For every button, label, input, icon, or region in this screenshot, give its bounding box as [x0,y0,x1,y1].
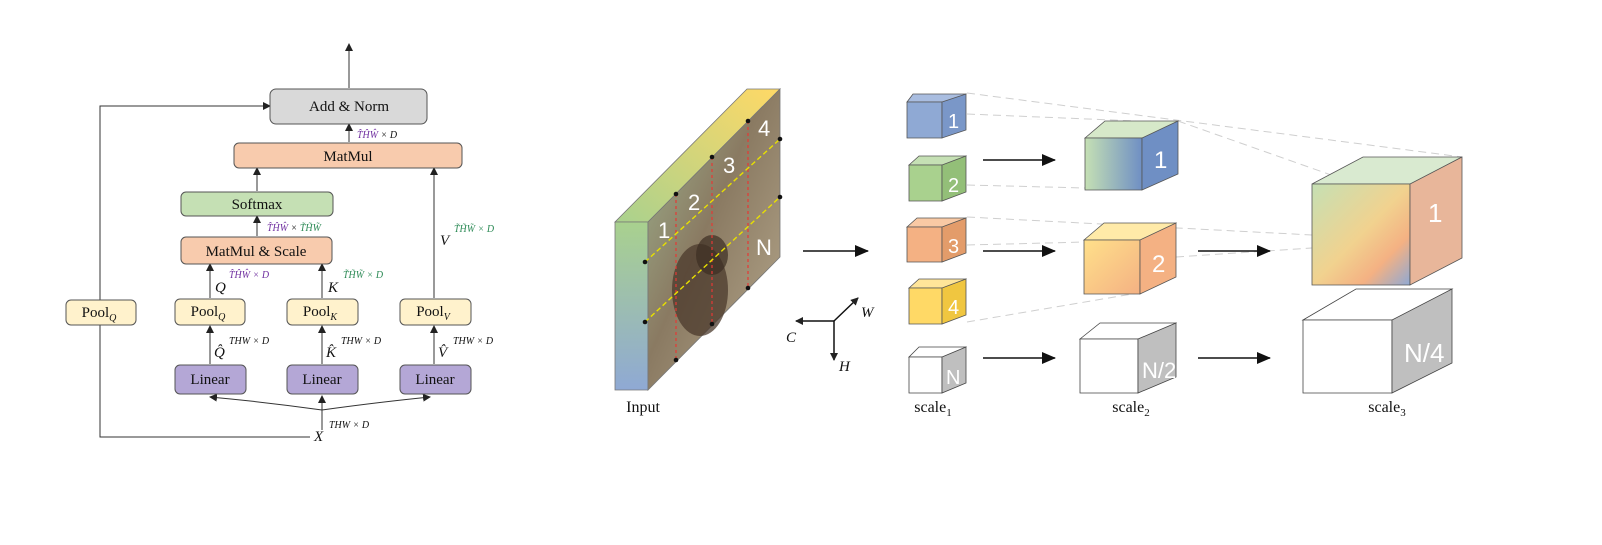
softmax-box [180,191,334,217]
linear-v-box [399,364,472,395]
pool-k-label: PoolK [303,304,339,323]
k-hat-annotation: K̂ THW × D [325,336,382,361]
pool-v-label: PoolV [416,304,452,323]
svg-text:THW × D: THW × D [341,336,382,347]
svg-text:Q̂: Q̂ [214,344,225,361]
input-patch-4: 4 [758,116,770,141]
patch-grid-dots [642,118,783,363]
scale2-cube-n2: N/2 [1078,322,1178,394]
k-pooled-annotation: K T̃H̃W̃ × D [327,268,384,296]
axis-c-label: C [786,330,797,346]
axes-indicator: C W H [786,297,875,375]
scale2-cubes: 1 2 N/2 [1078,120,1180,394]
softmax-label: Softmax [232,197,283,213]
scale2-caption: scale2 [1112,399,1149,419]
linear-k-box [286,364,359,395]
scale-output-annotation: T̂ĤŴ × T̃H̃W̃ [267,221,323,234]
scale1-to-scale2-arrows [983,154,1056,364]
svg-text:1: 1 [1154,147,1167,174]
scale1-cubes: 1 2 3 4 N [905,93,968,394]
scale1-cube-3: 3 [905,217,968,263]
scale1-cube-1: 1 [906,93,967,139]
svg-text:Q: Q [215,280,226,296]
svg-text:T̃H̃W̃ × D: T̃H̃W̃ × D [343,268,384,281]
attention-connectors [99,43,438,438]
matmul-scale-box [180,236,333,265]
q-pooled-annotation: Q T̂ĤŴ × D [215,268,270,296]
svg-text:X: X [313,429,324,445]
x-input-annotation: X THW × D [313,420,370,445]
svg-text:V: V [440,233,451,249]
attention-block: Add & Norm MatMul Softmax MatMul & Scale… [65,43,495,445]
svg-text:T̂ĤŴ × D: T̂ĤŴ × D [229,268,270,281]
patch-horizontal-lines [644,138,781,323]
axis-w-line [833,297,859,322]
input-side-face [614,221,649,391]
scale1-cube-n: N [908,346,967,394]
add-norm-box [269,88,428,125]
scale2-cube-2: 2 [1082,222,1178,295]
svg-text:N: N [946,367,960,389]
scale2-cube-1: 1 [1083,120,1180,191]
pool-v-box [399,298,472,326]
svg-text:1: 1 [1428,198,1442,228]
svg-text:V̂: V̂ [438,345,449,361]
add-norm-label: Add & Norm [309,99,389,115]
input-patch-1: 1 [658,218,670,243]
pool-q-box [174,298,246,326]
input-patch-2: 2 [688,190,700,215]
svg-text:2: 2 [948,175,959,197]
svg-text:2: 2 [1152,251,1165,278]
svg-text:3: 3 [948,236,959,258]
scale1-cube-4: 4 [907,278,968,325]
input-patch-n: N [756,235,772,260]
scale2-to-scale3-arrows [1198,245,1271,364]
scale3-cube-1: 1 [1311,156,1463,286]
v-pooled-annotation: V T̃H̃W̃ × D [440,222,495,249]
svg-text:THW × D: THW × D [329,420,370,431]
matmul-label: MatMul [323,149,372,165]
svg-text:T̃H̃W̃ × D: T̃H̃W̃ × D [454,222,495,235]
matmul-output-annotation: T̂ĤŴ × D [357,128,398,141]
pool-q-outer-box [65,299,137,326]
scale1-caption: scale1 [914,399,951,419]
linear-k-label: Linear [302,372,341,388]
axis-w-label: W [861,305,875,321]
svg-text:N/2: N/2 [1142,358,1176,383]
matmul-box [233,142,463,169]
pool-k-box [286,298,359,326]
svg-text:THW × D: THW × D [229,336,270,347]
pool-q-outer-label: PoolQ [82,305,118,324]
svg-text:1: 1 [948,111,959,133]
linear-q-box [174,364,247,395]
svg-text:THW × D: THW × D [453,336,494,347]
input-clip: 1 2 3 4 N Input [614,88,783,416]
scale3-caption: scale3 [1368,399,1406,419]
patch-vertical-lines [675,121,749,362]
v-hat-annotation: V̂ THW × D [438,336,494,361]
svg-text:4: 4 [948,297,959,319]
scale1-cube-2: 2 [907,155,968,202]
linear-q-label: Linear [190,372,229,388]
linear-v-label: Linear [415,372,454,388]
q-hat-annotation: Q̂ THW × D [214,336,270,361]
pool-q-label: PoolQ [191,304,227,323]
scale3-cubes: 1 N/4 [1301,156,1463,394]
input-patch-3: 3 [723,153,735,178]
svg-text:N/4: N/4 [1404,338,1444,368]
svg-text:K: K [327,280,339,296]
svg-text:K̂: K̂ [325,345,337,361]
matmul-scale-label: MatMul & Scale [206,244,307,260]
scale3-cube-n4: N/4 [1301,288,1454,394]
axis-h-label: H [838,359,851,375]
input-caption: Input [626,399,660,416]
